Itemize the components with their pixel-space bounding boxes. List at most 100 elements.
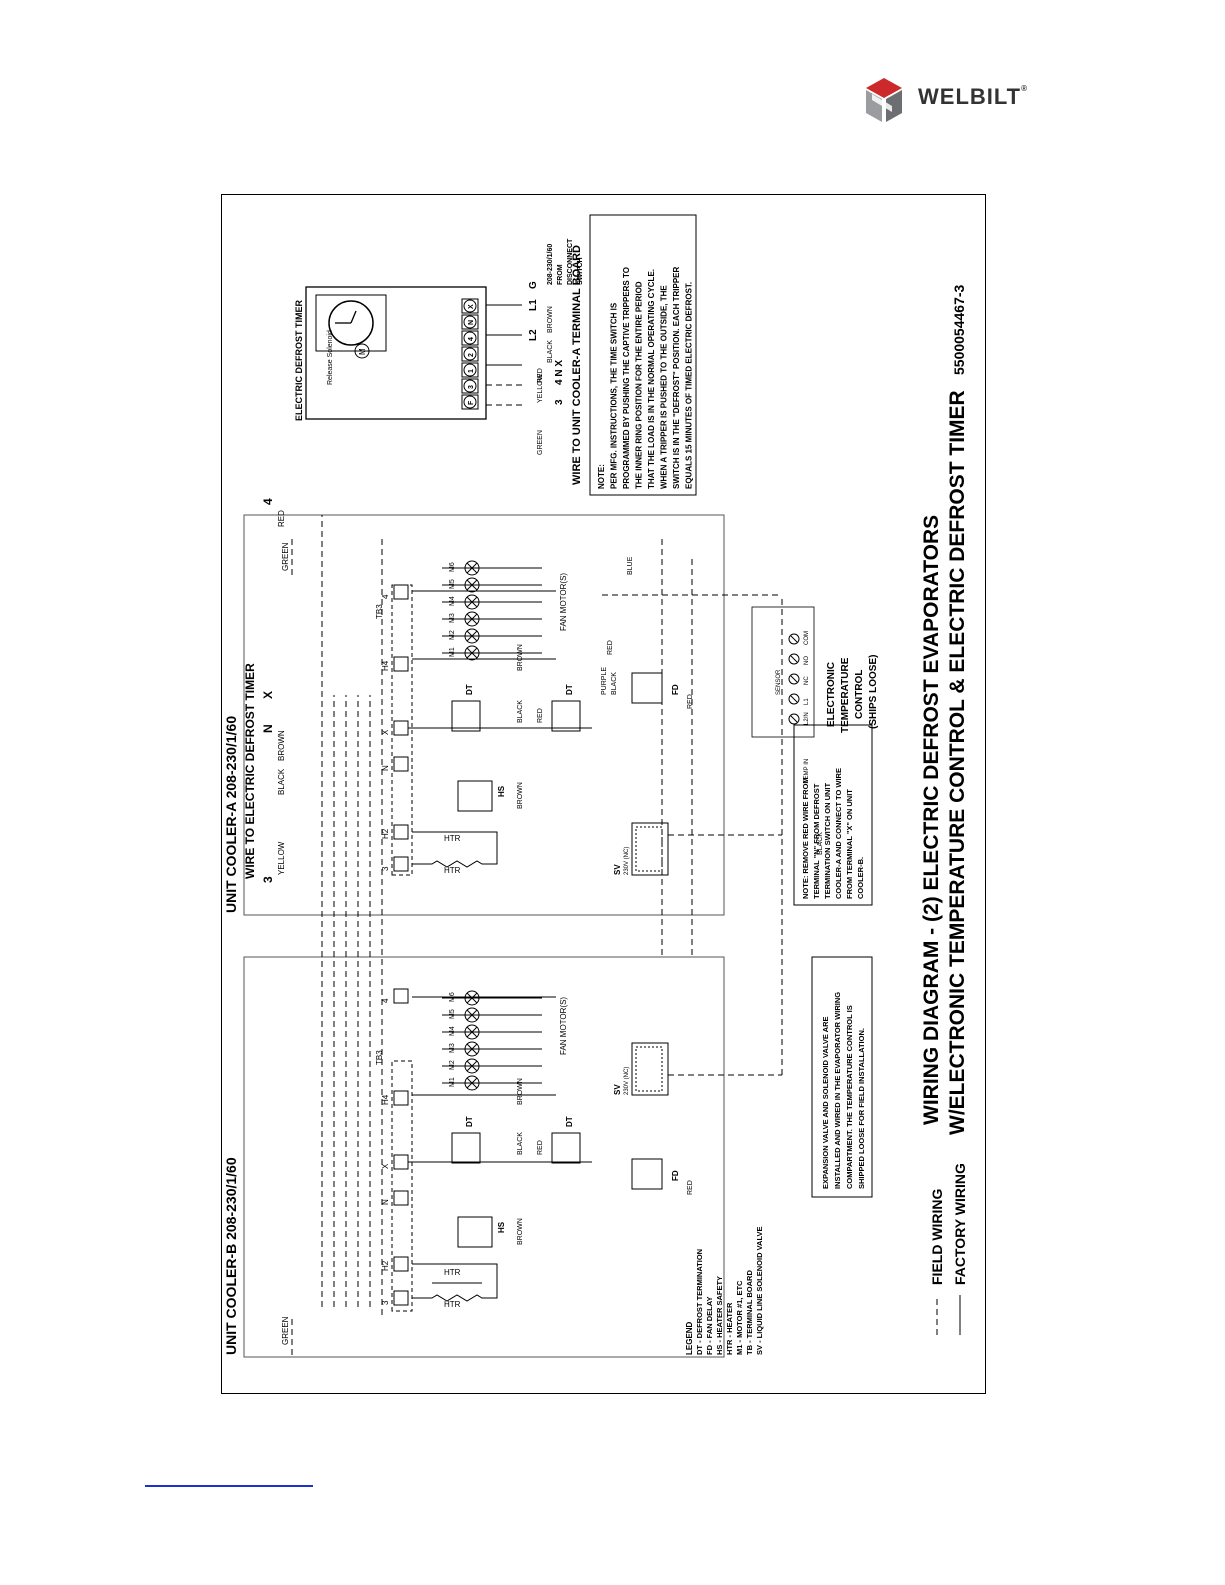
timer-release-solenoid: Release Solenoid xyxy=(327,330,334,385)
expansion-valve-note xyxy=(811,956,873,1198)
cooler-b-terminal-h4: H4 xyxy=(381,1094,390,1105)
timer-note-line-7: SWITCH IS IN THE "DEFROST" POSITION. EAC… xyxy=(672,267,681,489)
cooler-b-motor-label-6: M6 xyxy=(449,992,456,1002)
cooler-b-motor-label-2: M2 xyxy=(449,1060,456,1070)
cooler-a-fan-motor-icon xyxy=(464,628,480,644)
cooler-a-hs-label: HS xyxy=(497,785,506,797)
expansion-note-line-2: INSTALLED AND WIRED IN THE EVAPORATOR WI… xyxy=(833,992,842,1189)
timer-terminal-1: F xyxy=(468,400,475,405)
cooler-b-solenoid-valve xyxy=(631,1042,669,1096)
cooler-a-dt-wire-red: RED xyxy=(537,708,544,723)
cooler-b-terminal-board xyxy=(393,988,409,1306)
cooler-a-terminal-n: N xyxy=(381,765,390,771)
cooler-a-dt-1 xyxy=(451,700,481,732)
welbilt-logo-mark-icon xyxy=(866,78,902,122)
timer-motor-label: M xyxy=(358,348,367,355)
cooler-a-h4-wire: BROWN xyxy=(517,644,524,671)
cooler-b-fan-motor-icon xyxy=(464,1041,480,1057)
expansion-note-line-1: EXPANSION VALVE AND SOLENOID VALVE ARE xyxy=(821,1016,830,1189)
etc-terminal-screw-icon xyxy=(788,713,800,725)
wire-label-red-c: RED xyxy=(607,640,614,655)
cooler-a-solenoid-valve xyxy=(631,822,669,876)
etc-terminal-screw-icon xyxy=(788,653,800,665)
remove-note-line-6: COOLER-B. xyxy=(856,857,865,899)
timer-note-line-5: THAT THE LOAD IS IN THE NORMAL OPERATING… xyxy=(647,269,656,489)
timer-clock-icon xyxy=(328,300,374,346)
diagram-title-line2: W/ELECTRONIC TEMPERATURE CONTROL & ELECT… xyxy=(946,390,969,1135)
cooler-a-fd-label: FD xyxy=(671,684,680,695)
timer-terminal-6: N xyxy=(468,320,475,325)
cooler-a-dt-2 xyxy=(551,700,581,732)
wiring-diagram: UNIT COOLER-B 208-230/1/60 UNIT COOLER-A… xyxy=(221,194,986,1394)
wire-label-red-a: RED xyxy=(277,510,286,527)
footer-link-underline[interactable] xyxy=(145,1485,313,1487)
timer-terminal-2: 3 xyxy=(468,385,475,389)
timer-note-line-1: NOTE: xyxy=(597,464,606,489)
cooler-b-fd-switch xyxy=(631,1158,663,1190)
timer-note-line-6: WHEN A TRIPPER IS PUSHED TO THE OUTSIDE,… xyxy=(660,285,669,489)
cooler-a-terminal-board xyxy=(393,584,409,872)
top-label-3: 3 xyxy=(261,876,275,883)
cooler-b-hs-label: HS xyxy=(497,1221,506,1233)
cooler-b-terminal-n: N xyxy=(381,1199,390,1205)
supply-l2: L2 xyxy=(528,329,539,341)
supply-label-4: SWITCH xyxy=(577,257,584,285)
cooler-a-subtitle: WIRE TO ELECTRIC DEFROST TIMER xyxy=(243,663,257,879)
timer-terminal-icon xyxy=(463,363,477,377)
wire-label-brown-a: BROWN xyxy=(277,730,286,761)
power-supply: G L1 L2 208-230/1/60 FROM DISCONNECT SWI… xyxy=(486,238,584,366)
top-label-x: X xyxy=(261,691,275,699)
cooler-b-terminal-4: 4 xyxy=(381,998,390,1003)
cooler-a-dt-wire-black: BLACK xyxy=(517,700,524,723)
cooler-a-fan-motor-label: FAN MOTOR(S) xyxy=(559,573,568,631)
supply-l1: L1 xyxy=(528,299,539,311)
cooler-b-motor-label-1: M1 xyxy=(449,1077,456,1087)
timer-terminal-4: 2 xyxy=(468,353,475,357)
timer-terminal-icon xyxy=(463,331,477,345)
brand-name: WELBILT® xyxy=(918,84,1029,109)
cooler-a-tb-label: TB3 xyxy=(375,604,384,619)
drawing-number: 5500054467-3 xyxy=(951,284,967,375)
timer-terminal-icon xyxy=(463,299,477,313)
timer-wire-red: RED xyxy=(537,368,544,383)
wiring-diagram-drawing: UNIT COOLER-B 208-230/1/60 UNIT COOLER-A… xyxy=(223,214,969,1358)
wire-label-purple: PURPLE xyxy=(601,667,608,695)
supply-label-3: DISCONNECT xyxy=(567,238,574,285)
cooler-b-dt-wire-black: BLACK xyxy=(517,1132,524,1155)
timer-wire-brown: BROWN xyxy=(547,306,554,333)
etc-terminal-no: NO xyxy=(804,656,810,665)
cooler-a-fan-motor-icon xyxy=(464,611,480,627)
cooler-a-fd-switch xyxy=(631,672,663,704)
supply-label-2: FROM xyxy=(557,264,564,285)
etc-label-4: (SHIPS LOOSE) xyxy=(868,655,879,729)
legend-item-line-2: FD - FAN DELAY xyxy=(705,1297,714,1355)
cooler-a-terminal-3: 3 xyxy=(381,866,390,871)
cooler-b-fd-label: FD xyxy=(671,1170,680,1181)
timer-note xyxy=(589,214,697,496)
cooler-a-title: UNIT COOLER-A 208-230/1/60 xyxy=(223,716,239,913)
cooler-b-fd-wire: RED xyxy=(687,1180,694,1195)
cooler-a-motor-label-5: M5 xyxy=(449,579,456,589)
etc-temp-in-label: TEMP IN xyxy=(804,759,810,783)
timer-wire-black: BLACK xyxy=(547,340,554,363)
wire-label-black-d: BLACK xyxy=(817,832,824,855)
cooler-a-fan-motor-icon xyxy=(464,594,480,610)
timer-terminal-5: 4 xyxy=(468,337,475,341)
electric-defrost-timer: ELECTRIC DEFROST TIMER M Release Solenoi… xyxy=(294,286,487,421)
cooler-a-dt-label-1: DT xyxy=(465,684,474,695)
board-wire-4nx: 4 N X xyxy=(554,360,565,385)
remove-note-line-4: COOLER-A AND CONNECT TO WIRE xyxy=(834,768,843,899)
top-label-4: 4 xyxy=(261,498,275,505)
cooler-b-tb-label: TB3 xyxy=(375,1050,384,1065)
supply-g: G xyxy=(528,281,539,289)
legend-item-line-1: DT - DEFROST TERMINATION xyxy=(695,1249,704,1355)
cooler-a-motor-label-6: M6 xyxy=(449,562,456,572)
remove-note-line-3: TERMINATION SWITCH ON UNIT xyxy=(823,782,832,899)
line-key-field: FIELD WIRING xyxy=(929,1188,945,1285)
legend-item-line-7: SV - LIQUID LINE SOLENOID VALVE xyxy=(755,1227,764,1355)
cooler-a-hs-wire: BROWN xyxy=(517,782,524,809)
remove-note-line-2: TERMINAL "N" FROM DEFROST xyxy=(812,783,821,899)
cooler-b-dt-1 xyxy=(451,1132,481,1164)
